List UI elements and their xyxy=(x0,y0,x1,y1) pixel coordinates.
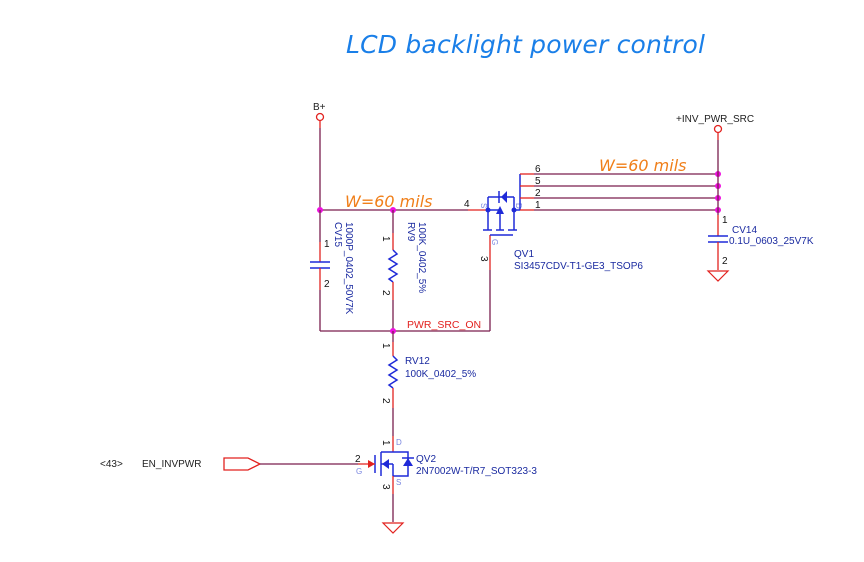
qv1-pin1-number: 1 xyxy=(535,200,541,211)
trace-width-note-right: W=60 mils xyxy=(599,156,686,175)
en-invpwr-label: EN_INVPWR xyxy=(142,459,201,470)
qv2-value: 2N7002W-T/R7_SOT323-3 xyxy=(416,466,537,477)
en-invpwr-page-ref: <43> xyxy=(100,459,123,470)
qv1-d-letter: D xyxy=(514,203,523,209)
channel-arrow-icon xyxy=(382,459,389,469)
cv14-value: 0.1U_0603_25V7K xyxy=(729,236,814,247)
body-diode-icon xyxy=(501,191,507,203)
qv2-nmosfet: 1 D 3 S G 2 QV2 2N7002W-T/R7_SOT323-3 xyxy=(355,436,537,534)
rv9-pin1-number: 1 xyxy=(380,236,391,242)
qv1-pin5-number: 5 xyxy=(535,176,541,187)
qv2-d-letter: D xyxy=(396,438,402,447)
qv1-pin3-number: 3 xyxy=(478,256,489,262)
power-port-circle-icon xyxy=(315,112,325,122)
rv9-ref: RV9 xyxy=(405,222,416,242)
qv1-s-letter: S xyxy=(479,203,488,208)
qv1-pmosfet: S D G QV1 SI3457CDV-T1-GE3_TSOP6 xyxy=(479,191,643,272)
qv2-g-letter: G xyxy=(356,467,362,476)
qv2-pin1-number: 1 xyxy=(380,440,391,446)
qv1-pin2-number: 2 xyxy=(535,188,541,199)
cv15-value: 1000P_0402_50V7K xyxy=(343,222,354,315)
gate-arrow-icon xyxy=(368,460,375,468)
rv12-pin2-number: 2 xyxy=(380,398,391,404)
cv15-pin2-number: 2 xyxy=(324,279,330,290)
ground-icon xyxy=(381,522,405,534)
qv2-pin2-number: 2 xyxy=(355,454,361,465)
trace-width-note-left: W=60 mils xyxy=(345,192,432,211)
schematic-title: LCD backlight power control xyxy=(346,30,706,59)
qv1-g-letter: G xyxy=(490,239,499,245)
rv9-resistor: 1 2 RV9 100K_0402_5% xyxy=(380,210,427,331)
cv14-ref: CV14 xyxy=(732,225,757,236)
ground-icon xyxy=(706,270,730,282)
qv2-ref: QV2 xyxy=(416,454,436,465)
cv15-capacitor: 1 2 CV15 1000P_0402_50V7K xyxy=(310,210,354,331)
b-plus-label: B+ xyxy=(313,102,326,113)
rv12-value: 100K_0402_5% xyxy=(405,369,476,380)
b-plus-power-port: B+ xyxy=(313,102,326,122)
inv-pwr-src-power-port: +INV_PWR_SRC xyxy=(676,114,754,134)
cv15-ref: CV15 xyxy=(332,222,343,247)
qv1-pin6-number: 6 xyxy=(535,164,541,175)
qv2-s-letter: S xyxy=(396,478,401,487)
inv-pwr-src-label: +INV_PWR_SRC xyxy=(676,114,754,125)
cv14-pin2-number: 2 xyxy=(722,256,728,267)
resistor-zigzag-icon xyxy=(387,249,399,283)
en-invpwr-input-port: <43> EN_INVPWR xyxy=(100,457,262,471)
qv1-ref: QV1 xyxy=(514,249,534,260)
cv14-pin1-number: 1 xyxy=(722,215,728,226)
input-port-icon xyxy=(223,457,262,471)
cv14-capacitor: 1 2 CV14 0.1U_0603_25V7K xyxy=(706,215,814,282)
resistor-zigzag-icon xyxy=(387,355,399,389)
rv12-pin1-number: 1 xyxy=(380,343,391,349)
body-diode-icon xyxy=(403,458,413,466)
qv1-drain-bus: 6 5 2 1 W=60 mils xyxy=(514,156,721,213)
rv12-ref: RV12 xyxy=(405,356,430,367)
rv12-resistor: 1 2 RV12 100K_0402_5% xyxy=(380,331,476,436)
rv9-value: 100K_0402_5% xyxy=(416,222,427,293)
rv9-pin2-number: 2 xyxy=(380,290,391,296)
cv15-pin1-number: 1 xyxy=(324,239,330,250)
qv2-pin3-number: 3 xyxy=(380,484,391,490)
qv1-pin4-number: 4 xyxy=(464,199,470,210)
net-label-pwr-src-on: PWR_SRC_ON xyxy=(407,319,481,331)
power-port-circle-icon xyxy=(713,124,723,134)
qv1-value: SI3457CDV-T1-GE3_TSOP6 xyxy=(514,261,643,272)
